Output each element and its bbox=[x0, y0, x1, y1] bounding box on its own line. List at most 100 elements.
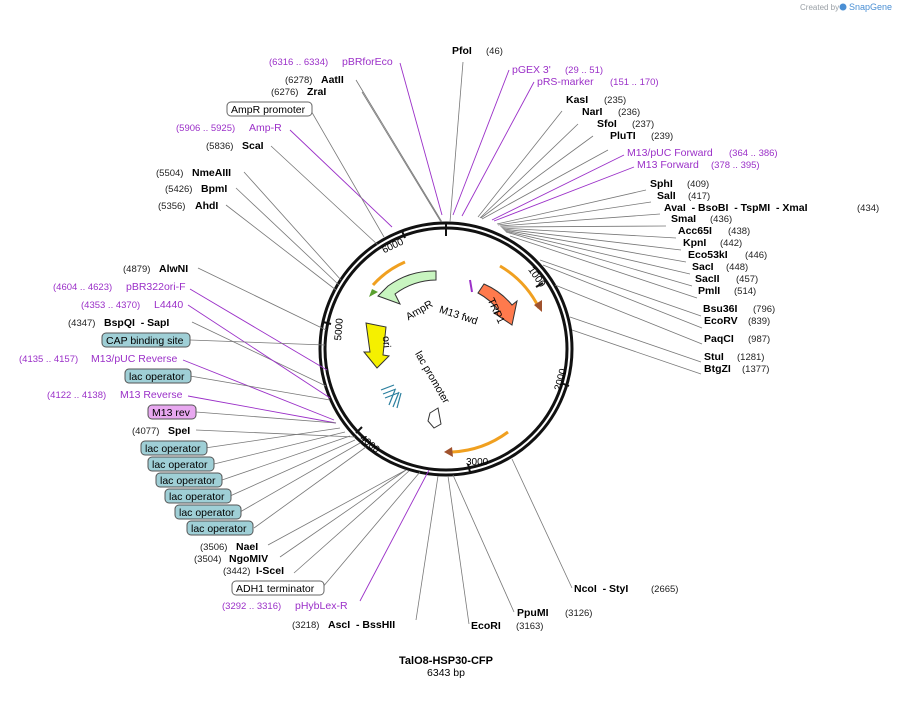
site-name: PluTI bbox=[610, 130, 636, 142]
site-eco53ki: Eco53kI (446) bbox=[688, 249, 767, 261]
site-pos: (442) bbox=[720, 238, 742, 249]
site-pos: (237) bbox=[632, 119, 654, 130]
site-aatii: (6278)AatII bbox=[285, 74, 344, 86]
feature-label: M13 rev bbox=[152, 407, 191, 419]
site-name: Eco53kI bbox=[688, 249, 728, 261]
feature-leader-lines bbox=[189, 108, 421, 589]
site-pos: (417) bbox=[688, 191, 710, 202]
label-ampr: AmpR bbox=[404, 298, 436, 323]
primer-pbrforeco: (6316 .. 6334) pBRforEco bbox=[269, 56, 393, 68]
feature-label: lac operator bbox=[169, 491, 225, 503]
primer-range: (5906 .. 5925) bbox=[176, 123, 235, 134]
primer-name: M13/pUC Forward bbox=[627, 147, 713, 159]
site-pos: (3163) bbox=[516, 621, 543, 632]
site-ecori: EcoRI(3163) bbox=[471, 620, 543, 632]
site-pos: (6276) bbox=[271, 87, 298, 98]
ampr-arrow bbox=[377, 270, 437, 305]
site-pos: (514) bbox=[734, 286, 756, 297]
site-name: NgoMIV bbox=[229, 553, 268, 565]
site-name: StuI bbox=[704, 351, 724, 363]
site-pmli: PmlI (514) bbox=[698, 285, 756, 297]
primer-phyblex-r: (3292 .. 3316)pHybLex-R bbox=[222, 600, 348, 612]
primer-name: pGEX 3' bbox=[512, 64, 551, 76]
credit-brand: SnapGene bbox=[849, 2, 892, 12]
site-name: SacII bbox=[695, 273, 720, 285]
site-acc65i: Acc65I (438) bbox=[678, 225, 750, 237]
feature-label: lac operator bbox=[152, 459, 208, 471]
site-name: BpmI bbox=[201, 183, 227, 195]
site-name: ZraI bbox=[307, 86, 326, 98]
primer-range: (4604 .. 4623) bbox=[53, 282, 112, 293]
feature-lac-operator-2: lac operator bbox=[140, 440, 208, 456]
primer-m13-puc-reverse: (4135 .. 4157)M13/pUC Reverse bbox=[19, 353, 178, 365]
primer-m13-reverse: (4122 .. 4138) M13 Reverse bbox=[47, 389, 183, 401]
site-name: AvaI - BsoBI - TspMI - XmaI bbox=[664, 202, 808, 214]
site-name: PaqCI bbox=[704, 333, 734, 345]
primer-l4440: (4353 .. 4370)L4440 bbox=[81, 299, 183, 311]
site-name: SpeI bbox=[168, 425, 190, 437]
site-sacii: SacII (457) bbox=[695, 273, 758, 285]
site-avai: AvaI - BsoBI - TspMI - XmaI (434) bbox=[664, 202, 879, 214]
site-name: SmaI bbox=[671, 213, 696, 225]
site-naei: (3506)NaeI bbox=[200, 541, 258, 553]
feature-adh1-terminator: ADH1 terminator bbox=[231, 580, 325, 596]
site-name: SfoI bbox=[597, 118, 617, 130]
feature-label: lac operator bbox=[129, 371, 185, 383]
site-pos: (5504) bbox=[156, 168, 183, 179]
site-pos: (235) bbox=[604, 95, 626, 106]
backbone-inner bbox=[323, 226, 569, 472]
site-zrai: (6276) ZraI bbox=[271, 86, 326, 98]
feature-label: lac operator bbox=[145, 443, 201, 455]
site-kpni: KpnI(442) bbox=[683, 237, 742, 249]
site-saci: SacI(448) bbox=[692, 261, 748, 273]
site-pos: (438) bbox=[728, 226, 750, 237]
major-ticks bbox=[322, 223, 570, 473]
site-kasi: KasI(235) bbox=[566, 94, 626, 106]
feature-lac-operator-5: lac operator bbox=[164, 488, 232, 504]
primer-name: pBRforEco bbox=[342, 56, 393, 68]
site-ngomiv: (3504)NgoMIV bbox=[194, 553, 268, 565]
primer-range: (6316 .. 6334) bbox=[269, 57, 328, 68]
site-pos: (446) bbox=[745, 250, 767, 261]
site-name: AhdI bbox=[195, 200, 218, 212]
primer-amp-r: (5906 .. 5925)Amp-R bbox=[176, 122, 282, 134]
lac-operator-glyphs bbox=[380, 384, 402, 409]
site-pos: (4347) bbox=[68, 318, 95, 329]
feature-label: lac operator bbox=[191, 523, 247, 535]
site-pos: (457) bbox=[736, 274, 758, 285]
backbone-outer bbox=[318, 221, 574, 477]
primer-name: M13 Reverse bbox=[120, 389, 183, 401]
primer-pbr322ori-f: (4604 .. 4623)pBR322ori-F bbox=[53, 281, 186, 293]
site-name: Acc65I bbox=[678, 225, 712, 237]
m13-fwd-mark bbox=[469, 279, 473, 293]
site-name: AscI - BssHII bbox=[328, 619, 395, 631]
site-pos: (434) bbox=[857, 203, 879, 214]
site-sphi: SphI(409) bbox=[650, 178, 709, 190]
site-name: EcoRV bbox=[704, 315, 738, 327]
site-pos: (3126) bbox=[565, 608, 592, 619]
site-pos: (839) bbox=[748, 316, 770, 327]
site-sali: SalI(417) bbox=[657, 190, 710, 202]
site-pos: (448) bbox=[726, 262, 748, 273]
lac-small-arrow bbox=[427, 407, 442, 429]
ampr-outline-head bbox=[369, 289, 378, 297]
site-pos: (3442) bbox=[223, 566, 250, 577]
label-m13-fwd: M13 fwd bbox=[438, 304, 480, 328]
primer-range: (364 .. 386) bbox=[729, 148, 778, 159]
primer-name: pRS-marker bbox=[537, 76, 594, 88]
primer-range: (4122 .. 4138) bbox=[47, 390, 106, 401]
site-name: AatII bbox=[321, 74, 344, 86]
orange-arc-1-head bbox=[534, 300, 542, 312]
primer-name: M13/pUC Reverse bbox=[91, 353, 178, 365]
site-pos: (4077) bbox=[132, 426, 159, 437]
orange-arc-2-head bbox=[444, 447, 453, 457]
feature-ampr-promoter: AmpR promoter bbox=[226, 101, 313, 117]
feature-lac-operator-7: lac operator bbox=[186, 520, 254, 536]
site-name: SphI bbox=[650, 178, 673, 190]
site-pos: (239) bbox=[651, 131, 673, 142]
feature-lac-operator-1: lac operator bbox=[124, 368, 192, 384]
site-name: PmlI bbox=[698, 285, 720, 297]
site-name: NarI bbox=[582, 106, 603, 118]
site-pfoi: PfoI(46) bbox=[452, 45, 503, 57]
site-name: ScaI bbox=[242, 140, 264, 152]
